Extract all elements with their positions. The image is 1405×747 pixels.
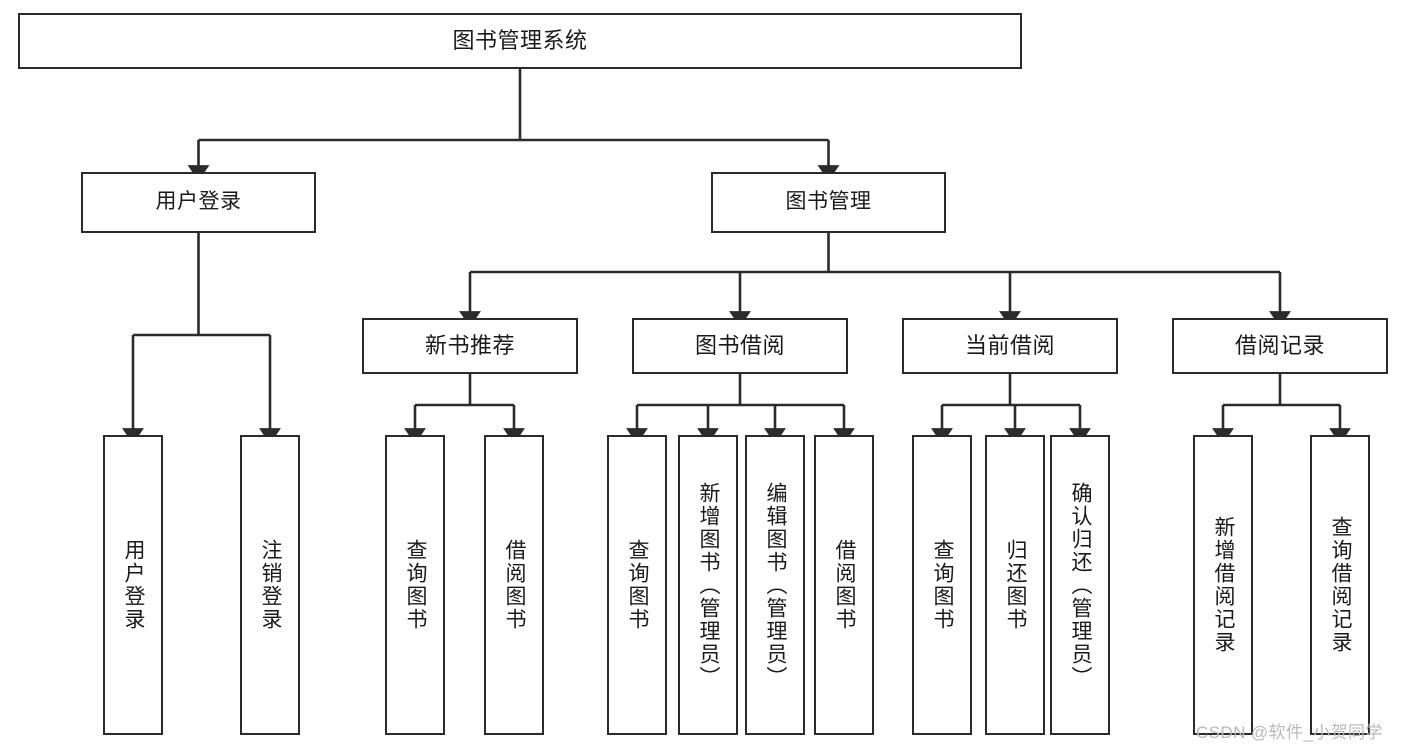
node-label: 借阅记录 (1234, 333, 1325, 359)
node-leaf10[interactable]: 归还图书 (985, 435, 1045, 735)
node-root[interactable]: 图书管理系统 (18, 13, 1022, 69)
node-leaf3[interactable]: 查询图书 (385, 435, 445, 735)
node-leaf7[interactable]: 编辑图书（管理员） (745, 435, 805, 735)
node-login[interactable]: 用户登录 (81, 172, 316, 233)
node-label: 借阅图书 (833, 539, 857, 631)
node-label: 用户登录 (155, 190, 242, 214)
node-label: 归还图书 (1004, 539, 1028, 631)
csdn-watermark: CSDN @软件_小贺同学 (1196, 723, 1383, 742)
node-leaf11[interactable]: 确认归还（管理员） (1050, 435, 1110, 735)
node-label: 借阅图书 (503, 539, 527, 631)
node-leaf4[interactable]: 借阅图书 (484, 435, 544, 735)
node-current[interactable]: 当前借阅 (902, 318, 1118, 374)
node-label: 新增图书（管理员） (697, 481, 721, 689)
node-label: 注销登录 (259, 539, 283, 631)
node-label: 图书管理系统 (452, 28, 588, 54)
node-label: 用户登录 (122, 539, 146, 631)
node-label: 图书借阅 (694, 333, 785, 359)
node-leaf13[interactable]: 查询借阅记录 (1310, 435, 1370, 735)
node-leaf6[interactable]: 新增图书（管理员） (678, 435, 738, 735)
node-leaf8[interactable]: 借阅图书 (814, 435, 874, 735)
node-leaf5[interactable]: 查询图书 (607, 435, 667, 735)
node-leaf2[interactable]: 注销登录 (240, 435, 300, 735)
node-label: 确认归还（管理员） (1069, 481, 1093, 689)
node-borrow[interactable]: 图书借阅 (632, 318, 848, 374)
node-leaf12[interactable]: 新增借阅记录 (1193, 435, 1253, 735)
node-records[interactable]: 借阅记录 (1172, 318, 1388, 374)
node-leaf1[interactable]: 用户登录 (103, 435, 163, 735)
node-label: 新增借阅记录 (1212, 516, 1236, 654)
node-label: 查询图书 (931, 539, 955, 631)
node-label: 查询借阅记录 (1329, 516, 1353, 654)
node-label: 查询图书 (626, 539, 650, 631)
node-bookmgmt[interactable]: 图书管理 (711, 172, 946, 233)
node-label: 新书推荐 (424, 333, 515, 359)
node-label: 当前借阅 (964, 333, 1055, 359)
node-label: 编辑图书（管理员） (764, 481, 788, 689)
node-leaf9[interactable]: 查询图书 (912, 435, 972, 735)
node-label: 查询图书 (404, 539, 428, 631)
node-label: 图书管理 (785, 190, 872, 214)
node-newbook[interactable]: 新书推荐 (362, 318, 578, 374)
